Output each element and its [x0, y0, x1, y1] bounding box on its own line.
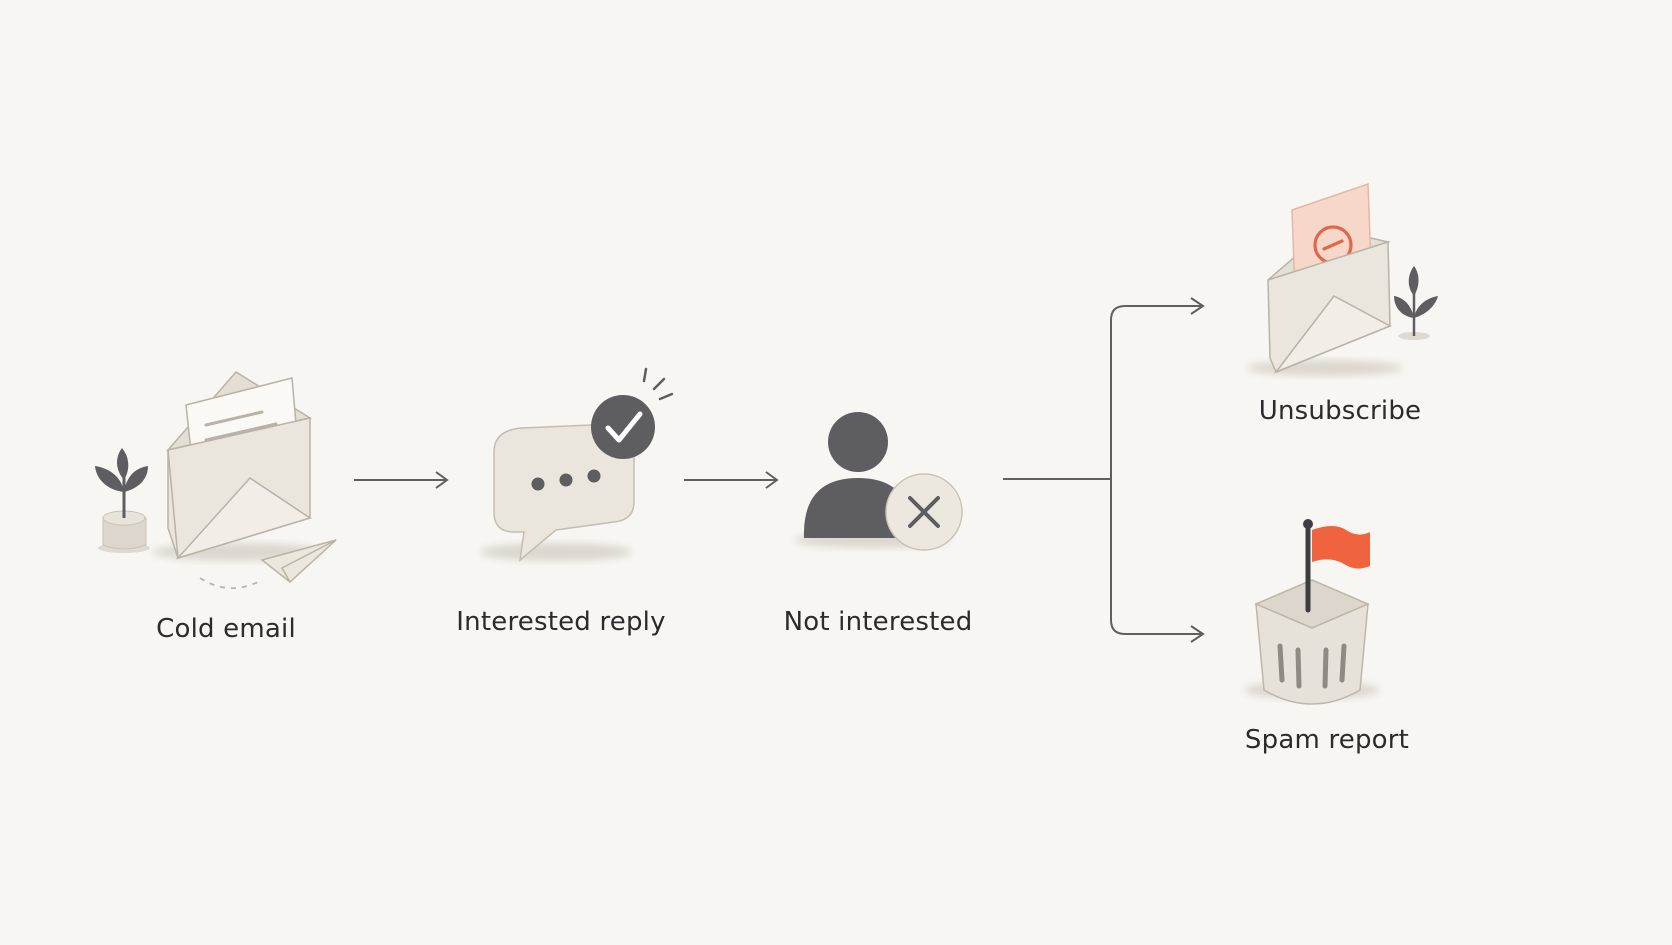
plant-icon	[1394, 266, 1438, 340]
flag-icon	[1303, 519, 1370, 613]
envelope-icon	[95, 371, 337, 589]
node-label-not-interested: Not interested	[783, 607, 973, 637]
branch-connector	[1003, 297, 1205, 643]
arrow-interested-to-not	[684, 471, 779, 489]
arrow-cold-to-interested	[354, 471, 449, 489]
person-x-icon	[794, 412, 963, 551]
node-label-cold-email: Cold email	[156, 614, 296, 644]
trash-flag-icon	[1244, 519, 1380, 705]
node-label-interested-reply: Interested reply	[456, 607, 666, 637]
sparkle-icon	[642, 367, 674, 401]
node-label-unsubscribe: Unsubscribe	[1258, 396, 1422, 426]
node-label-spam-report: Spam report	[1244, 725, 1410, 755]
plant-icon	[95, 448, 150, 553]
paper-plane-icon	[199, 539, 337, 589]
x-badge-icon	[885, 473, 963, 551]
envelope-minus-icon	[1247, 182, 1438, 376]
chat-bubble-check-icon	[480, 367, 674, 562]
check-badge-icon	[591, 395, 655, 459]
